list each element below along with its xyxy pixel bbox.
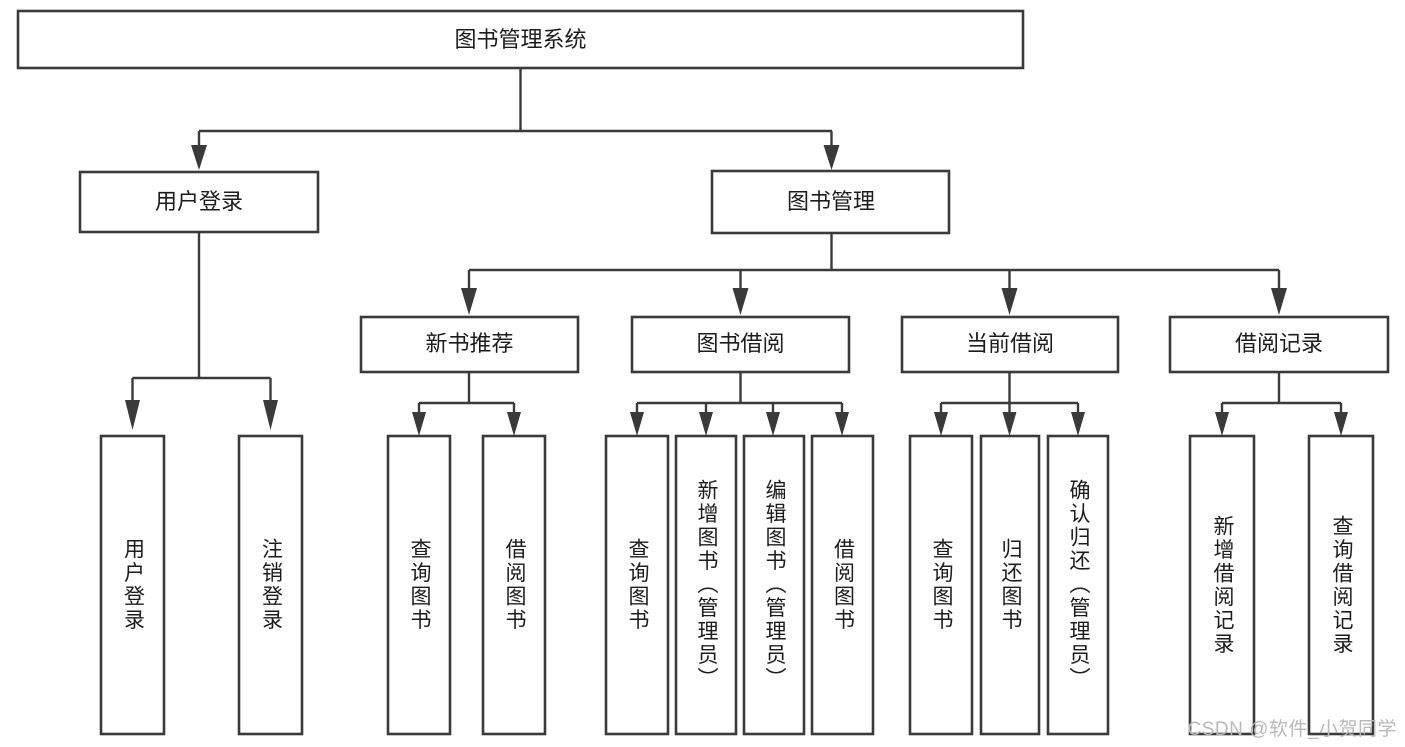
arrowhead-leaf-query-record <box>1334 412 1348 436</box>
connector-group-current-borrow <box>934 372 1085 436</box>
arrowhead-leaf-add-record <box>1215 412 1229 436</box>
arrowhead-leaf-user-login <box>125 400 140 430</box>
node-box-book-management[interactable] <box>710 169 951 235</box>
arrowhead-leaf-return-book <box>1002 412 1017 436</box>
node-label-book-management: 图书管理 <box>787 189 875 214</box>
arrowhead-new-book <box>461 288 477 315</box>
connector-group-user-login <box>125 232 278 430</box>
arrowhead-user-login <box>191 145 207 170</box>
arrowhead-leaf-borrow-book-1 <box>507 412 521 436</box>
arrowhead-book-mgmt <box>823 145 840 170</box>
node-box-borrow-record[interactable] <box>1168 315 1390 374</box>
arrowhead-leaf-borrow-book-2 <box>835 412 849 436</box>
connector-group-root <box>191 68 840 170</box>
node-box-leaf-add-book[interactable] <box>674 434 738 736</box>
node-label-root: 图书管理系统 <box>454 27 586 52</box>
node-box-leaf-confirm-return[interactable] <box>1046 434 1110 736</box>
node-label-borrow-record: 借阅记录 <box>1235 331 1323 356</box>
node-label-book-borrow: 图书借阅 <box>696 331 784 356</box>
arrowhead-leaf-query-book-1 <box>412 412 426 436</box>
node-box-leaf-user-login[interactable] <box>99 434 166 736</box>
node-box-book-borrow[interactable] <box>630 315 851 374</box>
node-box-leaf-query-book-3[interactable] <box>908 434 974 736</box>
node-box-user-login[interactable] <box>78 170 320 234</box>
arrowhead-book-borrow <box>732 288 749 315</box>
node-box-root[interactable] <box>16 9 1025 70</box>
connector-group-borrow-record <box>1215 372 1348 436</box>
connector-group-new-book <box>412 372 521 436</box>
node-box-leaf-borrow-book-2[interactable] <box>810 434 875 736</box>
arrowhead-leaf-query-book-3 <box>934 412 948 436</box>
node-box-leaf-borrow-book-1[interactable] <box>481 434 547 736</box>
arrowhead-leaf-logout <box>263 400 278 430</box>
node-label-user-login: 用户登录 <box>155 189 243 214</box>
connector-group-book-mgmt <box>461 233 1287 315</box>
arrowhead-leaf-confirm-return <box>1071 412 1085 436</box>
arrowhead-leaf-edit-book <box>766 412 780 436</box>
arrowhead-borrow-record <box>1271 288 1287 315</box>
connector-group-book-borrow <box>630 372 849 436</box>
node-box-leaf-query-book-2[interactable] <box>604 434 670 736</box>
arrowhead-current-borrow <box>1001 288 1018 315</box>
node-box-leaf-query-record[interactable] <box>1307 434 1375 736</box>
node-box-new-book-recommend[interactable] <box>359 315 580 374</box>
node-box-leaf-add-record[interactable] <box>1188 434 1256 736</box>
node-box-leaf-logout[interactable] <box>237 434 304 736</box>
node-box-leaf-edit-book[interactable] <box>742 434 806 736</box>
node-label-current-borrow: 当前借阅 <box>966 331 1054 356</box>
watermark-text: CSDN @软件_小贺同学 <box>1187 719 1397 740</box>
node-box-leaf-query-book-1[interactable] <box>386 434 452 736</box>
arrowhead-leaf-query-book-2 <box>630 412 644 436</box>
node-label-new-book-recommend: 新书推荐 <box>425 331 513 356</box>
arrowhead-leaf-add-book <box>699 412 713 436</box>
node-box-current-borrow[interactable] <box>900 315 1120 374</box>
node-box-leaf-return-book[interactable] <box>979 434 1041 736</box>
